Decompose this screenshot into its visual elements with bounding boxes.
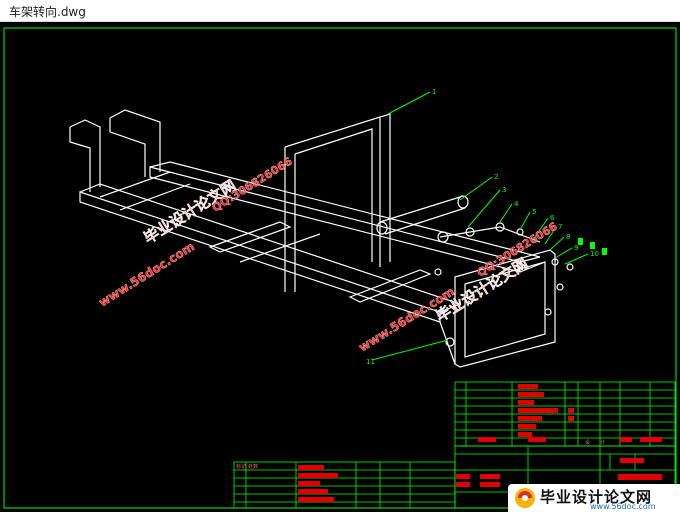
part-number: 10 xyxy=(590,250,599,258)
title-block-cell: 计 xyxy=(600,439,605,446)
watermark-logo-icon xyxy=(515,488,535,508)
watermark-url-text: www.56doc.com xyxy=(590,502,656,511)
part-number: 7 xyxy=(558,223,562,231)
watermark-group-right: 毕业设计论文网 www.56doc.com QQ:306826066 xyxy=(356,219,560,354)
part-number: 6 xyxy=(550,214,555,222)
parts-list-table xyxy=(454,381,676,447)
part-number-labels: 1 2 3 4 5 6 7 8 9 10 11 xyxy=(366,88,599,366)
window-title-bar: 车架转向.dwg xyxy=(0,0,680,22)
cad-drawing-canvas[interactable]: 1 2 3 4 5 6 7 8 9 10 11 毕业设计论文网 www.56do… xyxy=(0,22,680,512)
watermark-group-left: 毕业设计论文网 www.56doc.com QQ:306826066 xyxy=(96,154,295,309)
parts-list-fills xyxy=(518,384,574,437)
title-block-text: 设 计 标记 处数 xyxy=(236,439,605,470)
part-number: 4 xyxy=(514,200,519,208)
drawing-border xyxy=(3,27,677,509)
part-leader-lines xyxy=(371,91,589,361)
part-number: 9 xyxy=(574,244,578,252)
title-block-cell: 设 xyxy=(585,439,590,446)
part-number: 11 xyxy=(366,358,375,366)
watermark-brand-text: 毕业设计论文网 xyxy=(540,488,653,506)
document-title: 车架转向.dwg xyxy=(9,5,86,19)
title-block-cell: 标记 xyxy=(236,463,246,470)
part-number: 1 xyxy=(432,88,436,96)
corner-watermark-banner: 毕业设计论文网 www.56doc.com xyxy=(508,484,680,512)
part-number: 5 xyxy=(532,208,536,216)
title-block-fills xyxy=(298,437,662,502)
part-number: 3 xyxy=(502,186,506,194)
watermark-url: www.56doc.com xyxy=(96,239,197,309)
title-block-cell: 处数 xyxy=(248,463,258,470)
part-number: 8 xyxy=(566,233,570,241)
part-number: 2 xyxy=(494,173,498,181)
green-part-markers xyxy=(578,238,607,255)
